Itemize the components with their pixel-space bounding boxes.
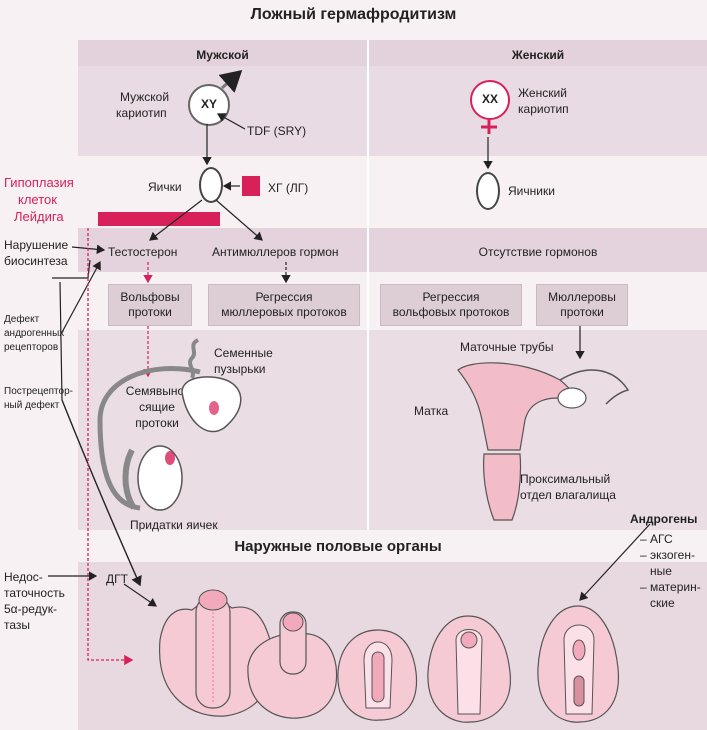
- uterus-shape: [457, 362, 583, 451]
- hg-square: [242, 176, 260, 196]
- vagina-label-1: Проксимальный: [520, 472, 611, 486]
- epididymis-coil: [122, 448, 137, 510]
- reductase-defect-1: Недос-: [4, 570, 43, 584]
- vagina-shape: [483, 453, 522, 521]
- receptor-arrow: [59, 260, 101, 337]
- leydig-defect-3: Лейдига: [14, 209, 64, 224]
- wolff-ducts-box: Вольфовы протоки: [108, 284, 192, 326]
- postreceptor-defect-2: ный дефект: [4, 400, 60, 411]
- prostate-spot: [209, 401, 219, 415]
- leydig-defect-bar: [98, 212, 220, 226]
- androgens-label: Андрогены: [630, 512, 698, 526]
- karyotype-band: [78, 66, 707, 156]
- muller-ducts-box: Мюллеровы протоки: [536, 284, 628, 326]
- wolff-regression-line-1: Регрессия: [422, 290, 480, 304]
- wolff-ducts-line-1: Вольфовы: [120, 290, 180, 304]
- dht-to-genitalia-arrow: [123, 583, 157, 607]
- androgens-arrow: [579, 523, 651, 601]
- genitalia-stage-3: [337, 629, 418, 721]
- genitalia-stage-5: [537, 605, 619, 723]
- testosterone-arrow: [149, 199, 203, 241]
- androgen-source-2: – экзоген-: [640, 548, 695, 562]
- dht-label: ДГТ: [106, 572, 128, 586]
- column-divider: [367, 40, 369, 530]
- vas-deferens-2: сящие: [139, 400, 175, 414]
- wolff-regression-box: Регрессия вольфовых протоков: [380, 284, 522, 326]
- male-karyotype-label-2: кариотип: [116, 106, 167, 120]
- seminal-vesicles-1: Семенные: [214, 346, 273, 360]
- female-karyotype-symbol: XX: [481, 92, 498, 106]
- leydig-defect-2: клеток: [18, 192, 57, 207]
- vas-deferens-duct: [97, 366, 201, 511]
- fallopian-label: Маточные трубы: [460, 340, 554, 354]
- postreceptor-long-arrow: [61, 399, 142, 587]
- female-karyotype-label-1: Женский: [518, 86, 567, 100]
- vas-deferens-3: протоки: [135, 416, 179, 430]
- uterus-label: Матка: [414, 404, 449, 418]
- reductase-defect-2: таточность: [4, 586, 65, 600]
- hg-label: ХГ (ЛГ): [268, 181, 309, 195]
- biosynthesis-defect-2: биосинтеза: [4, 254, 68, 268]
- testosterone-label: Тестостерон: [108, 245, 178, 259]
- receptor-long-arrow: [59, 281, 63, 401]
- male-symbol-arrow: [218, 70, 243, 93]
- fallopian-tube-drawing: [559, 369, 630, 405]
- reductase-defect-4: тазы: [4, 618, 31, 632]
- muller-regression-line-1: Регрессия: [255, 290, 313, 304]
- testis-oval: [199, 167, 223, 203]
- reductase-defect-3: 5α-редук-: [4, 602, 57, 616]
- postreceptor-defect-1: Пострецептор-: [4, 386, 73, 397]
- anatomy-band: [78, 330, 707, 530]
- androgen-source-4: – материн-: [640, 580, 701, 594]
- header-band: [78, 40, 707, 66]
- androgen-source-5: ские: [650, 596, 675, 610]
- muller-ducts-line-2: протоки: [560, 305, 604, 319]
- hormone-band: [78, 228, 707, 272]
- genitalia-stage-4: [427, 615, 511, 723]
- leydig-defect-1: Гипоплазия: [4, 175, 74, 190]
- page-title: Ложный гермафродитизм: [250, 6, 457, 23]
- testis-spot: [165, 451, 175, 465]
- receptor-defect-1: Дефект: [4, 314, 40, 325]
- amh-arrow: [215, 199, 263, 241]
- androgen-source-3: ные: [650, 564, 672, 578]
- receptor-defect-3: рецепторов: [4, 342, 59, 353]
- muller-regression-line-2: мюллеровых протоков: [221, 305, 347, 319]
- tdf-arrow: [216, 113, 246, 130]
- dht-pink-path: [87, 228, 134, 666]
- muller-ducts-line-1: Мюллеровы: [548, 290, 616, 304]
- vas-deferens-1: Семявыно-: [125, 384, 189, 398]
- external-title: Наружные половые органы: [234, 538, 442, 555]
- ovary-oval: [476, 172, 500, 210]
- ovaries-label: Яичники: [508, 184, 555, 198]
- vagina-label-2: отдел влагалища: [520, 488, 616, 502]
- androgen-source-1: – АГС: [640, 532, 673, 546]
- tdf-label: TDF (SRY): [247, 124, 307, 138]
- male-testis-drawing: [137, 445, 183, 511]
- male-karyotype-symbol: XY: [200, 97, 217, 111]
- female-karyotype-circle: [470, 80, 510, 120]
- no-hormones-label: Отсутствие гормонов: [478, 245, 598, 259]
- muller-regression-box: Регрессия мюллеровых протоков: [208, 284, 360, 326]
- genitalia-stage-1: [159, 589, 273, 717]
- female-karyotype-label-2: кариотип: [518, 102, 569, 116]
- column-header-female: Женский: [511, 48, 565, 62]
- seminal-vesicle-coil: [188, 338, 200, 379]
- seminal-vesicles-2: пузырьки: [214, 362, 266, 376]
- female-ovary-drawing: [557, 387, 587, 409]
- epididymis-label: Придатки яичек: [130, 518, 218, 532]
- testes-label: Яички: [148, 180, 182, 194]
- postreceptor-arrow: [52, 259, 91, 279]
- genitalia-stage-2: [247, 611, 338, 719]
- amh-label: Антимюллеров гормон: [212, 245, 339, 259]
- biosynthesis-defect-1: Нарушение: [4, 238, 69, 252]
- wolff-ducts-line-2: протоки: [128, 305, 172, 319]
- column-header-male: Мужской: [196, 48, 249, 62]
- receptor-defect-2: андрогенных: [4, 328, 65, 339]
- male-karyotype-label-1: Мужской: [120, 90, 170, 104]
- wolff-regression-line-2: вольфовых протоков: [392, 305, 510, 319]
